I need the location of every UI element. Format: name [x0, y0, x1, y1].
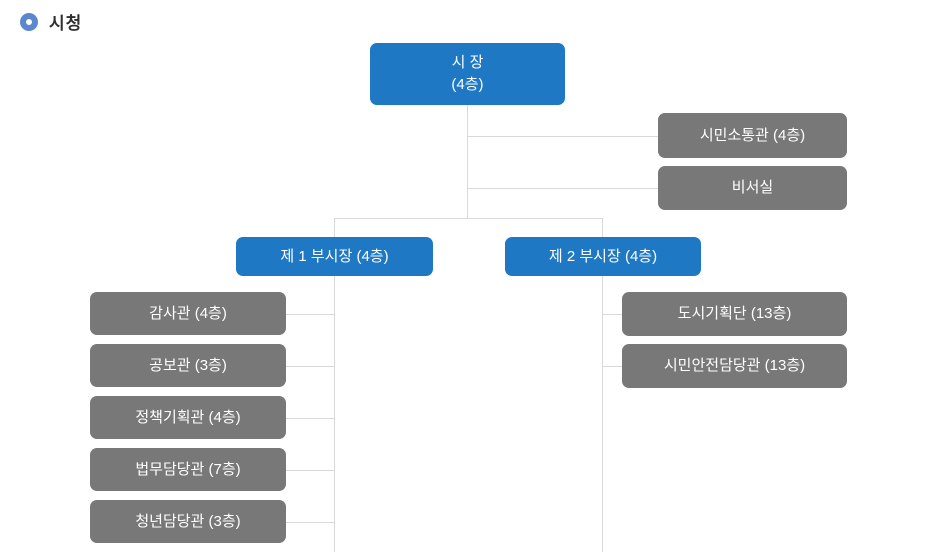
- connector-staff-branch-2: [467, 188, 658, 189]
- node-audit-officer: 감사관 (4층): [90, 292, 286, 335]
- connector-dept-branch: [286, 366, 334, 367]
- connector-deputy2-trunk: [602, 276, 603, 552]
- node-deputy-mayor-2: 제 2 부시장 (4층): [505, 237, 701, 276]
- node-label: 도시기획단 (13층): [677, 305, 792, 323]
- node-policy-planning: 정책기획관 (4층): [90, 396, 286, 439]
- node-label: 정책기획관 (4층): [135, 408, 241, 426]
- node-citizen-safety: 시민안전담당관 (13층): [622, 344, 847, 388]
- node-youth-affairs: 청년담당관 (3층): [90, 500, 286, 543]
- node-legal-affairs: 법무담당관 (7층): [90, 448, 286, 491]
- node-urban-planning: 도시기획단 (13층): [622, 292, 847, 336]
- node-public-relations: 공보관 (3층): [90, 344, 286, 387]
- node-deputy-mayor-1: 제 1 부시장 (4층): [236, 237, 433, 276]
- connector-dept-branch: [286, 314, 334, 315]
- connector-deputy1-stub: [334, 218, 335, 237]
- node-label: 제 1 부시장 (4층): [280, 247, 389, 265]
- page-header: 시청: [20, 9, 82, 34]
- node-label: 감사관 (4층): [149, 304, 227, 322]
- connector-dept-branch: [602, 314, 622, 315]
- node-mayor-title: 시 장: [451, 54, 484, 72]
- node-label: 공보관 (3층): [149, 356, 227, 374]
- connector-mayor-trunk: [467, 105, 468, 218]
- node-label: 제 2 부시장 (4층): [548, 247, 658, 265]
- node-label: 시민안전담당관 (13층): [663, 357, 806, 375]
- node-citizen-communication: 시민소통관 (4층): [658, 113, 847, 158]
- connector-staff-branch-1: [467, 136, 658, 137]
- node-label: 법무담당관 (7층): [135, 460, 241, 478]
- connector-dept-branch: [286, 522, 334, 523]
- connector-dept-branch: [602, 366, 622, 367]
- node-mayor-floor: (4층): [451, 76, 484, 93]
- node-mayor: 시 장 (4층): [370, 43, 565, 105]
- connector-deputy2-stub: [602, 218, 603, 237]
- node-label: 청년담당관 (3층): [135, 512, 241, 530]
- connector-deputy1-trunk: [334, 276, 335, 552]
- page-title: 시청: [49, 14, 83, 33]
- connector-dept-branch: [286, 470, 334, 471]
- bullet-icon: [20, 12, 38, 31]
- node-label: 시민소통관 (4층): [699, 126, 806, 144]
- connector-deputies-tee: [334, 218, 602, 219]
- node-secretariat: 비서실: [658, 166, 847, 210]
- node-label: 비서실: [731, 179, 774, 197]
- connector-dept-branch: [286, 418, 334, 419]
- bullet-icon-hole: [26, 18, 32, 25]
